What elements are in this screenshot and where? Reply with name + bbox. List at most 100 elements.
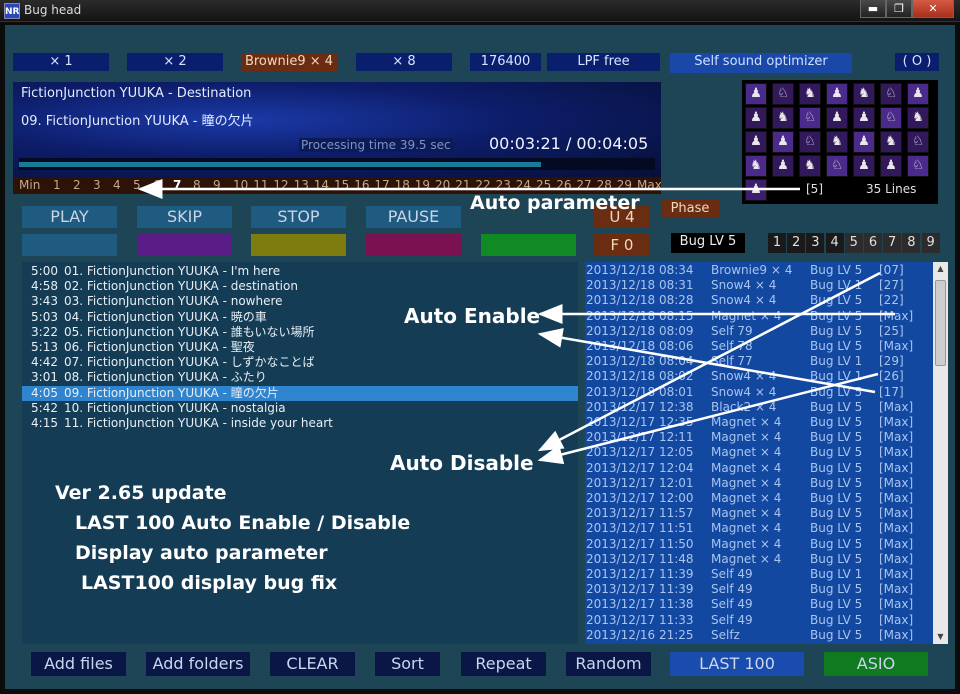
- grid-cell-icon[interactable]: ♞: [826, 131, 848, 153]
- scale-tick-9[interactable]: 9: [213, 178, 221, 192]
- phase-button[interactable]: Phase: [661, 200, 719, 218]
- bug-level-9[interactable]: 9: [921, 233, 940, 253]
- scroll-down-icon[interactable]: ▼: [937, 632, 944, 641]
- scale-tick-13[interactable]: 13: [293, 178, 309, 192]
- scale-tick-11[interactable]: 11: [253, 178, 269, 192]
- bug-level-4[interactable]: 4: [825, 233, 844, 253]
- grid-cell-icon[interactable]: ♘: [907, 155, 929, 177]
- grid-cell-icon[interactable]: ♟: [880, 155, 902, 177]
- scale-tick-14[interactable]: 14: [313, 178, 330, 192]
- u4-button[interactable]: U 4: [594, 206, 650, 228]
- swatch-olive[interactable]: [251, 234, 346, 256]
- grid-cell-icon[interactable]: ♘: [799, 131, 821, 153]
- x2-button[interactable]: × 2: [127, 53, 223, 71]
- grid-cell-icon[interactable]: ♞: [907, 107, 929, 129]
- swatch-blue[interactable]: [22, 234, 117, 256]
- grid-cell-icon[interactable]: ♘: [880, 83, 902, 105]
- scale-tick-5[interactable]: 5: [133, 178, 141, 192]
- grid-cell-icon[interactable]: ♞: [745, 155, 767, 177]
- scale-tick-21[interactable]: 21: [455, 178, 471, 192]
- clear-button[interactable]: CLEAR: [270, 652, 355, 676]
- scale-tick-min[interactable]: Min: [19, 178, 41, 192]
- bug-level-6[interactable]: 6: [864, 233, 882, 253]
- bug-level-2[interactable]: 2: [787, 233, 806, 253]
- scale-tick-7[interactable]: 7: [173, 178, 182, 192]
- grid-cell-icon[interactable]: ♟: [745, 83, 767, 105]
- grid-cell-icon[interactable]: ♟: [772, 131, 794, 153]
- grid-cell-icon[interactable]: ♟: [853, 107, 875, 129]
- maximize-button[interactable]: ❐: [886, 0, 912, 18]
- bug-level-7[interactable]: 7: [883, 233, 902, 253]
- grid-cell-icon[interactable]: ♞: [772, 107, 794, 129]
- bug-level-3[interactable]: 3: [806, 233, 825, 253]
- grid-cell-icon[interactable]: ♞: [799, 155, 821, 177]
- skip-button[interactable]: SKIP: [137, 206, 232, 228]
- random-button[interactable]: Random: [566, 652, 651, 676]
- swatch-green[interactable]: [481, 234, 576, 256]
- stop-button[interactable]: STOP: [251, 206, 346, 228]
- grid-cell-icon[interactable]: ♘: [826, 155, 848, 177]
- scale-tick-12[interactable]: 12: [273, 178, 289, 192]
- grid-cell-icon[interactable]: ♟: [826, 83, 848, 105]
- close-button[interactable]: ✕: [912, 0, 954, 18]
- scale-tick-4[interactable]: 4: [113, 178, 121, 192]
- title-bar[interactable]: NR Bug head ▬ ❐ ✕: [0, 0, 960, 22]
- scale-tick-1[interactable]: 1: [53, 178, 61, 192]
- add-files-button[interactable]: Add files: [31, 652, 126, 676]
- scale-tick-19[interactable]: 19: [414, 178, 431, 192]
- sample-rate-button[interactable]: 176400: [470, 53, 541, 71]
- last100-button[interactable]: LAST 100: [670, 652, 804, 676]
- grid-cell-icon[interactable]: ♘: [772, 83, 794, 105]
- x1-button[interactable]: × 1: [13, 53, 109, 71]
- swatch-purple[interactable]: [137, 234, 232, 256]
- scale-tick-6[interactable]: 6: [153, 178, 161, 192]
- last100-scrollbar[interactable]: ▲ ▼: [933, 262, 948, 644]
- scale-tick-15[interactable]: 15: [334, 178, 350, 192]
- grid-cell-icon[interactable]: ♘: [907, 131, 929, 153]
- scale-tick-2[interactable]: 2: [73, 178, 81, 192]
- minimize-button[interactable]: ▬: [860, 0, 886, 18]
- bug-level-1[interactable]: 1: [768, 233, 786, 253]
- scroll-thumb[interactable]: [935, 280, 946, 366]
- f0-button[interactable]: F 0: [594, 234, 650, 256]
- brownie9-x4-button[interactable]: Brownie9 × 4: [241, 53, 337, 71]
- grid-cell-icon[interactable]: ♟: [772, 155, 794, 177]
- grid-cell-icon[interactable]: ♟: [907, 83, 929, 105]
- grid-cell-icon[interactable]: ♟: [745, 107, 767, 129]
- sort-button[interactable]: Sort: [375, 652, 440, 676]
- scroll-up-icon[interactable]: ▲: [937, 264, 944, 273]
- grid-cell-icon[interactable]: ♞: [880, 131, 902, 153]
- scale-tick-20[interactable]: 20: [435, 178, 451, 192]
- line-grid[interactable]: [5] 35 Lines ♟♘♞♟♞♘♟♟♞♘♟♟♘♞♟♟♘♞♟♞♘♞♟♞♘♟♟…: [742, 80, 938, 204]
- progress-bar[interactable]: [19, 158, 655, 170]
- grid-cell-icon[interactable]: ♟: [826, 107, 848, 129]
